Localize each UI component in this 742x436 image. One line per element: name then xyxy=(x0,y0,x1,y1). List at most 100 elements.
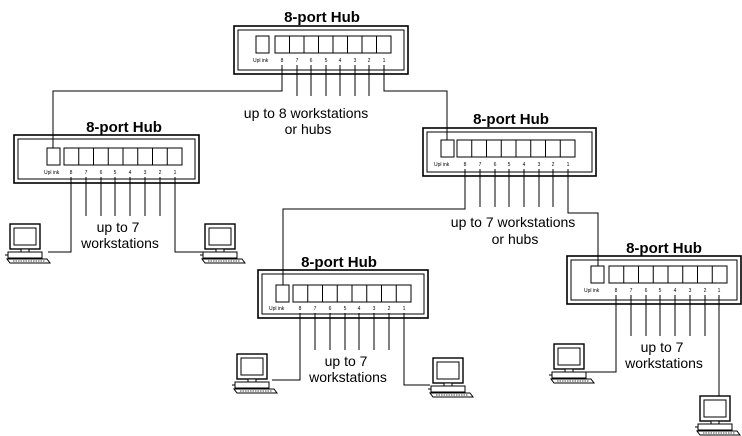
port-dividers xyxy=(471,140,561,157)
port-number: 3 xyxy=(354,58,357,64)
port-number: 4 xyxy=(523,162,526,168)
cable-middle-to-bottom-hub xyxy=(282,169,466,285)
hub-inner-frame xyxy=(17,138,196,180)
computer-workstation-icon xyxy=(231,353,278,394)
port-number: 8 xyxy=(615,288,618,294)
hub-outer-frame xyxy=(566,255,742,305)
port-dividers xyxy=(289,36,377,53)
hub-middle: 8-port Hub Upl ink 8 7 6 5 4 3 2 1 xyxy=(422,111,597,207)
note-label: up to 7 workstations xyxy=(624,339,703,371)
hub-left: 8-port Hub Upl ink 8 7 6 5 4 3 2 1 xyxy=(13,119,200,216)
port-dividers xyxy=(78,148,168,165)
port-dividers xyxy=(307,285,397,302)
port-number: 3 xyxy=(144,170,147,176)
port-number: 5 xyxy=(325,58,328,64)
note-line: up to 7 xyxy=(97,219,140,235)
hub-title: 8-port Hub xyxy=(473,111,549,128)
port-number: 5 xyxy=(344,306,347,312)
port-drop-lines xyxy=(85,177,161,216)
cable-top-to-left-hub xyxy=(52,65,283,148)
computer-workstation-icon xyxy=(427,357,474,398)
port-number: 8 xyxy=(299,306,302,312)
port-number: 8 xyxy=(464,162,467,168)
hub-title: 8-port Hub xyxy=(626,240,702,257)
port-number: 4 xyxy=(339,58,342,64)
port-number: 7 xyxy=(85,170,88,176)
uplink-label: Upl ink xyxy=(434,162,450,168)
port-number: 6 xyxy=(329,306,332,312)
note-line: up to 7 workstations xyxy=(451,214,576,230)
port-number: 8 xyxy=(281,58,284,64)
connection-cables xyxy=(48,65,720,398)
port-number: 5 xyxy=(659,288,662,294)
port-number: 4 xyxy=(358,306,361,312)
port-number: 5 xyxy=(114,170,117,176)
hub-inner-frame xyxy=(237,29,405,71)
note-label: up to 7 workstations or hubs xyxy=(451,214,579,247)
port-number: 1 xyxy=(383,58,386,64)
cable-middle-to-right-hub xyxy=(567,169,599,266)
uplink-label: Upl ink xyxy=(44,170,60,176)
note-line: up to 8 workstations xyxy=(244,105,369,121)
port-number: 6 xyxy=(645,288,648,294)
port-number: 1 xyxy=(174,170,177,176)
port-number: 3 xyxy=(689,288,692,294)
port-number: 7 xyxy=(314,306,317,312)
cable-left-hub-to-workstation xyxy=(48,177,72,253)
uplink-port xyxy=(46,147,61,166)
port-number: 2 xyxy=(552,162,555,168)
port-number: 1 xyxy=(718,288,721,294)
port-number: 6 xyxy=(100,170,103,176)
uplink-port xyxy=(590,265,605,284)
note-label: up to 7 workstations xyxy=(80,219,159,251)
hub-outer-frame xyxy=(422,127,597,177)
port-number: 4 xyxy=(674,288,677,294)
port-number: 3 xyxy=(373,306,376,312)
port-number: 2 xyxy=(704,288,707,294)
computer-workstation-icon xyxy=(548,343,595,384)
port-number: 3 xyxy=(538,162,541,168)
uplink-port xyxy=(275,284,290,303)
port-drop-lines xyxy=(296,65,370,96)
cable-right-hub-to-workstation xyxy=(586,295,617,373)
uplink-port xyxy=(440,139,455,158)
port-number: 7 xyxy=(479,162,482,168)
uplink-label: Upl ink xyxy=(269,306,285,312)
hub-inner-frame xyxy=(261,273,425,315)
port-number: 2 xyxy=(388,306,391,312)
port-number: 1 xyxy=(567,162,570,168)
uplink-port xyxy=(255,35,270,54)
port-number: 2 xyxy=(159,170,162,176)
port-number: 8 xyxy=(70,170,73,176)
port-number: 1 xyxy=(403,306,406,312)
hub-outer-frame xyxy=(257,269,429,319)
uplink-label: Upl ink xyxy=(253,58,269,64)
note-line: workstations xyxy=(308,369,387,385)
cable-bottom-hub-to-workstation xyxy=(272,313,301,381)
note-line: workstations xyxy=(80,235,159,251)
hub-title: 8-port Hub xyxy=(301,254,377,271)
note-line: or hubs xyxy=(492,231,539,247)
cable-bottom-hub-to-workstation xyxy=(403,313,430,386)
note-line: up to 7 xyxy=(325,353,368,369)
hub-outer-frame xyxy=(233,25,409,75)
uplink-label: Upl ink xyxy=(584,288,600,294)
port-drop-lines xyxy=(479,169,554,207)
port-dividers xyxy=(623,266,713,283)
port-number: 2 xyxy=(368,58,371,64)
note-line: workstations xyxy=(624,355,703,371)
port-number: 5 xyxy=(508,162,511,168)
cable-left-hub-to-workstation xyxy=(174,177,203,253)
port-number: 7 xyxy=(296,58,299,64)
note-label: up to 7 workstations xyxy=(308,353,387,385)
hub-title: 8-port Hub xyxy=(86,119,162,136)
port-drop-lines xyxy=(630,295,706,336)
hub-bottom-middle: 8-port Hub Upl ink 8 7 6 5 4 3 2 1 xyxy=(257,254,429,350)
port-number: 6 xyxy=(310,58,313,64)
computer-workstation-icon xyxy=(199,223,246,264)
port-number: 4 xyxy=(129,170,132,176)
port-number: 7 xyxy=(630,288,633,294)
hub-outer-frame xyxy=(13,134,200,184)
hub-title: 8-port Hub xyxy=(284,9,360,26)
